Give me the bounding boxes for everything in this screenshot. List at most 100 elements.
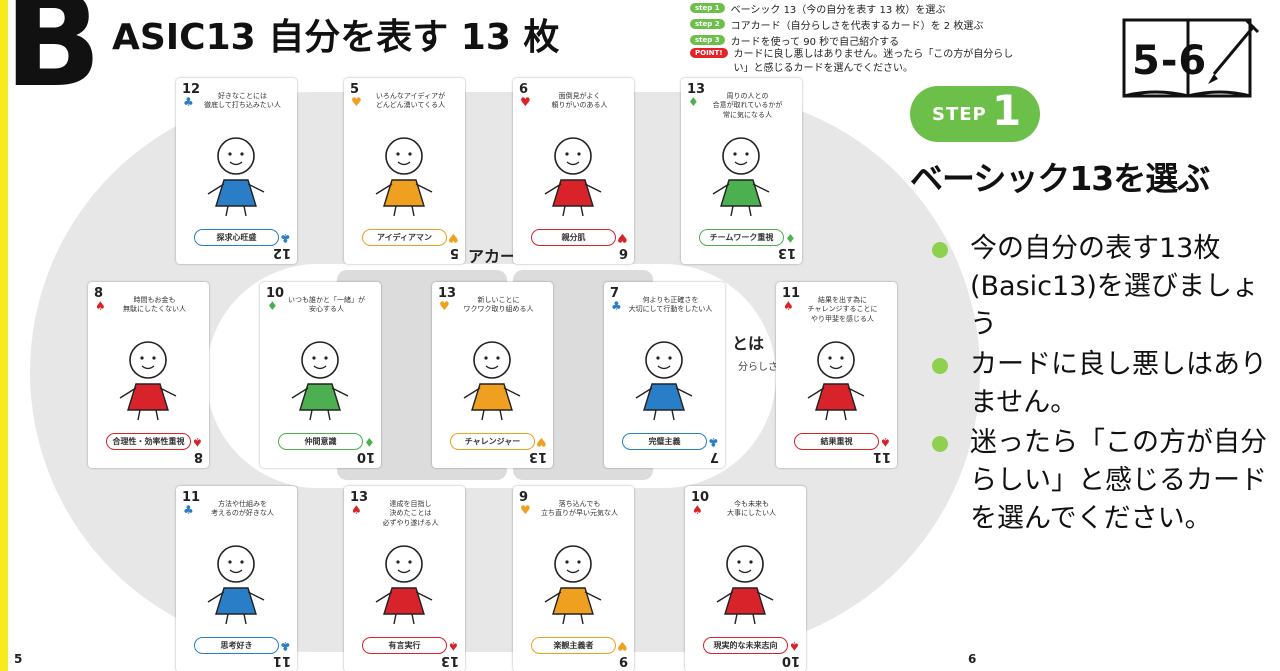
- card-illustration: [527, 530, 619, 626]
- card-label: 結果重視: [794, 433, 879, 450]
- value-card[interactable]: 9 ♥ 落ち込んでも 立ち直りが早い元気な人 楽観主義者 ♥ 9: [513, 486, 634, 671]
- instruction-step-2: step 2 コアカード（自分らしさを代表するカード）を 2 枚選ぶ: [690, 16, 1030, 32]
- card-label: 親分肌: [531, 229, 616, 246]
- value-card[interactable]: 7 ♣ 何よりも正確さを 大切にして行動をしたい人 完璧主義 ♣ 7: [604, 282, 725, 468]
- card-suit-icon: ♣: [611, 299, 622, 313]
- section-heading: ベーシック13を選ぶ: [910, 159, 1210, 198]
- card-number: 8: [94, 286, 104, 301]
- step-badge: STEP 1: [910, 86, 1040, 142]
- card-description: 新しいことに ワクワク取り組める人: [463, 296, 534, 314]
- card-number: 10: [356, 449, 375, 464]
- card-illustration: [190, 530, 282, 626]
- bullet-text: カードに良し悪しはありません。: [970, 349, 1267, 418]
- value-card[interactable]: 5 ♥ いろんなアイディアが どんどん湧いてくる人 アイディアマン ♥ 5: [344, 78, 465, 264]
- card-number: 13: [777, 245, 796, 260]
- badge-number: 5-6: [1132, 38, 1208, 84]
- bullet-item: 迷ったら「この方が自分らしい」と感じるカードを選んでください。: [930, 424, 1270, 538]
- card-illustration: [618, 326, 710, 422]
- value-card[interactable]: 12 ♣ 好きなことには 徹底して打ち込みたい人 探求心旺盛 ♣ 12: [176, 78, 297, 264]
- card-suit-icon: ♥: [520, 95, 531, 109]
- value-card[interactable]: 10 ♠ 今も未来も 大事にしたい人 現実的な未来志向 ♠ 10: [685, 486, 806, 671]
- card-number: 11: [872, 449, 891, 464]
- card-suit-icon: ♠: [448, 639, 459, 653]
- card-description: 周りの人との 合意が取れているかが 常に気になる人: [712, 92, 783, 119]
- card-suit-icon: ♦: [267, 299, 278, 313]
- bullet-dot-icon: [932, 358, 948, 374]
- card-number: 6: [618, 245, 628, 260]
- value-card[interactable]: 13 ♠ 達成を目指し 決めたことは 必ずやり遂げる人 有言実行 ♠ 13: [344, 486, 465, 671]
- card-illustration: [190, 122, 282, 218]
- value-card[interactable]: 10 ♦ いつも誰かと「一緒」が 安心する人 仲間意識 ♦ 10: [260, 282, 381, 468]
- card-label: チャレンジャー: [450, 433, 535, 450]
- card-suit-icon: ♠: [192, 435, 203, 449]
- card-description: 方法や仕組みを 考えるのが好きな人: [211, 500, 274, 518]
- value-card[interactable]: 11 ♣ 方法や仕組みを 考えるのが好きな人 思考好き ♣ 11: [176, 486, 297, 671]
- card-suit-icon: ♥: [520, 503, 531, 517]
- page-badge: 5-6: [1118, 12, 1260, 104]
- card-label: 有言実行: [362, 637, 447, 654]
- card-number: 13: [440, 653, 459, 668]
- instruction-step-3: step 3 カードを使って 90 秒で自己紹介する: [690, 32, 1030, 48]
- card-suit-icon: ♥: [536, 435, 547, 449]
- card-description: 結果を出す為に チャレンジすることに やり甲斐を感じる人: [807, 296, 878, 323]
- page-number-right: 6: [968, 652, 977, 666]
- card-illustration: [695, 122, 787, 218]
- card-number: 13: [350, 490, 369, 505]
- card-illustration: [274, 326, 366, 422]
- step-word: STEP: [932, 104, 987, 125]
- card-illustration: [358, 530, 450, 626]
- card-suit-icon: ♣: [183, 95, 194, 109]
- card-illustration: [358, 122, 450, 218]
- card-number: 7: [610, 286, 620, 301]
- card-suit-icon: ♦: [364, 435, 375, 449]
- value-card[interactable]: 6 ♥ 面倒見がよく 頼りがいのある人 親分肌 ♥ 6: [513, 78, 634, 264]
- card-suit-icon: ♥: [351, 95, 362, 109]
- card-label: 完璧主義: [622, 433, 707, 450]
- card-label: アイディアマン: [362, 229, 447, 246]
- background-partial-text: アカー: [468, 247, 517, 266]
- step-digit: 1: [992, 86, 1022, 135]
- value-card[interactable]: 8 ♠ 時間もお金も 無駄にしたくない人 合理性・効率性重視 ♠ 8: [88, 282, 209, 468]
- card-label: 現実的な未来志向: [703, 637, 788, 654]
- card-number: 13: [438, 286, 457, 301]
- bullet-item: 今の自分の表す13枚(Basic13)を選びましょう: [930, 230, 1270, 344]
- value-card[interactable]: 13 ♥ 新しいことに ワクワク取り組める人 チャレンジャー ♥ 13: [432, 282, 553, 468]
- background-partial-text: 分らしさを代表: [738, 362, 808, 373]
- card-suit-icon: ♦: [688, 95, 699, 109]
- card-description: 何よりも正確さを 大切にして行動をしたい人: [628, 296, 713, 314]
- bullet-text: 迷ったら「この方が自分らしい」と感じるカードを選んでください。: [970, 427, 1267, 534]
- card-suit-icon: ♠: [95, 299, 106, 313]
- book-pen-icon: [1122, 18, 1260, 98]
- card-description: 落ち込んでも 立ち直りが早い元気な人: [541, 500, 618, 518]
- card-number: 10: [781, 653, 800, 668]
- value-card[interactable]: 13 ♦ 周りの人との 合意が取れているかが 常に気になる人 チームワーク重視 …: [681, 78, 802, 264]
- card-description: 達成を目指し 決めたことは 必ずやり遂げる人: [382, 500, 439, 527]
- bullet-list: 今の自分の表す13枚(Basic13)を選びましょう カードに良し悪しはありませ…: [930, 230, 1270, 540]
- instruction-text: ベーシック 13（今の自分を表す 13 枚）を選ぶ: [730, 4, 946, 16]
- bullet-text: 今の自分の表す13枚(Basic13)を選びましょう: [970, 233, 1259, 340]
- step-pill: step 2: [690, 19, 725, 29]
- instructions-box: step 1 ベーシック 13（今の自分を表す 13 枚）を選ぶ step 2 …: [690, 0, 1030, 76]
- card-label: チームワーク重視: [699, 229, 784, 246]
- card-suit-icon: ♥: [617, 231, 628, 245]
- card-number: 10: [691, 490, 710, 505]
- card-number: 10: [266, 286, 285, 301]
- card-number: 11: [182, 490, 201, 505]
- card-number: 13: [528, 449, 547, 464]
- card-number: 7: [709, 449, 719, 464]
- instruction-text: カードを使って 90 秒で自己紹介する: [730, 36, 900, 48]
- card-suit-icon: ♣: [280, 639, 291, 653]
- instruction-point: POINT! カードに良し悪しはありません。迷ったら「この方が自分らしい」と感じ…: [690, 48, 1030, 76]
- bullet-dot-icon: [932, 242, 948, 258]
- value-card[interactable]: 11 ♠ 結果を出す為に チャレンジすることに やり甲斐を感じる人 結果重視 ♠…: [776, 282, 897, 468]
- card-illustration: [446, 326, 538, 422]
- instruction-text: コアカード（自分らしさを代表するカード）を 2 枚選ぶ: [730, 20, 984, 32]
- card-description: いろんなアイディアが どんどん湧いてくる人: [375, 92, 446, 110]
- card-number: 6: [519, 82, 529, 97]
- card-description: 面倒見がよく 頼りがいのある人: [551, 92, 608, 110]
- card-suit-icon: ♠: [783, 299, 794, 313]
- card-suit-icon: ♠: [351, 503, 362, 517]
- yellow-side-bar: [0, 0, 8, 671]
- page-title: ASIC13 自分を表す 13 枚: [112, 17, 560, 58]
